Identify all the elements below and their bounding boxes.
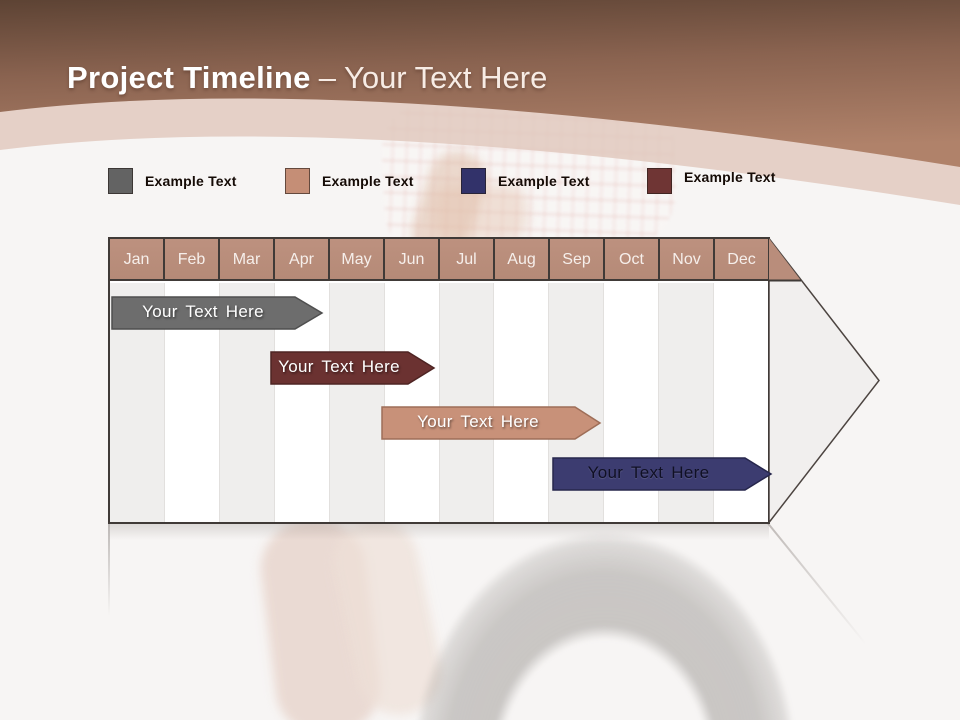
legend-swatch-tan	[285, 168, 310, 194]
timeline-arrow	[769, 237, 880, 524]
task-bar-3: Your Text Here	[381, 406, 602, 440]
title-bold: Project Timeline	[67, 60, 311, 95]
month-column	[439, 283, 495, 522]
legend-swatch-gray	[108, 168, 133, 194]
legend-label: Example Text	[322, 173, 414, 189]
task-bar-label: Your Text Here	[587, 463, 710, 482]
month-header-jun: Jun	[385, 239, 440, 279]
watermark-tire	[412, 522, 797, 720]
month-header-feb: Feb	[165, 239, 220, 279]
task-bar-label: Your Text Here	[417, 412, 539, 431]
task-bar-4: Your Text Here	[552, 457, 773, 491]
page-title: Project Timeline– Your Text Here	[67, 57, 547, 99]
month-header-dec: Dec	[715, 239, 768, 279]
task-bar-2: Your Text Here	[270, 351, 437, 385]
month-header-sep: Sep	[550, 239, 605, 279]
watermark-leg	[255, 514, 386, 720]
legend-swatch-navy	[461, 168, 486, 194]
reflection-left-edge	[108, 524, 110, 616]
timeline-grid	[110, 283, 769, 522]
month-header-mar: Mar	[220, 239, 275, 279]
month-column	[329, 283, 385, 522]
month-header-row: Jan Feb Mar Apr May Jun Jul Aug Sep Oct …	[110, 239, 768, 281]
month-header-apr: Apr	[275, 239, 330, 279]
task-bar-label: Your Text Here	[142, 302, 264, 321]
legend-item-1: Example Text	[108, 168, 237, 194]
legend-label: Example Text	[684, 169, 776, 185]
month-header-nov: Nov	[660, 239, 715, 279]
month-column	[384, 283, 440, 522]
month-header-jan: Jan	[110, 239, 165, 279]
legend-label: Example Text	[498, 173, 590, 189]
reflection-shadow	[110, 524, 769, 540]
legend-item-4: Example Text	[647, 168, 776, 194]
task-bar-label: Your Text Here	[278, 357, 400, 376]
title-accent: – Your Text Here	[318, 60, 548, 95]
legend-label: Example Text	[145, 173, 237, 189]
month-column	[494, 283, 550, 522]
month-header-may: May	[330, 239, 385, 279]
month-header-oct: Oct	[605, 239, 660, 279]
header-arc	[0, 0, 960, 167]
reflection-arrow-edge	[767, 523, 867, 645]
legend-item-2: Example Text	[285, 168, 414, 194]
month-header-jul: Jul	[440, 239, 495, 279]
task-bar-1: Your Text Here	[111, 296, 324, 330]
month-header-aug: Aug	[495, 239, 550, 279]
legend-item-3: Example Text	[461, 168, 590, 194]
watermark-leg	[325, 511, 450, 720]
timeline-table: Jan Feb Mar Apr May Jun Jul Aug Sep Oct …	[108, 237, 770, 524]
legend-swatch-maroon	[647, 168, 672, 194]
